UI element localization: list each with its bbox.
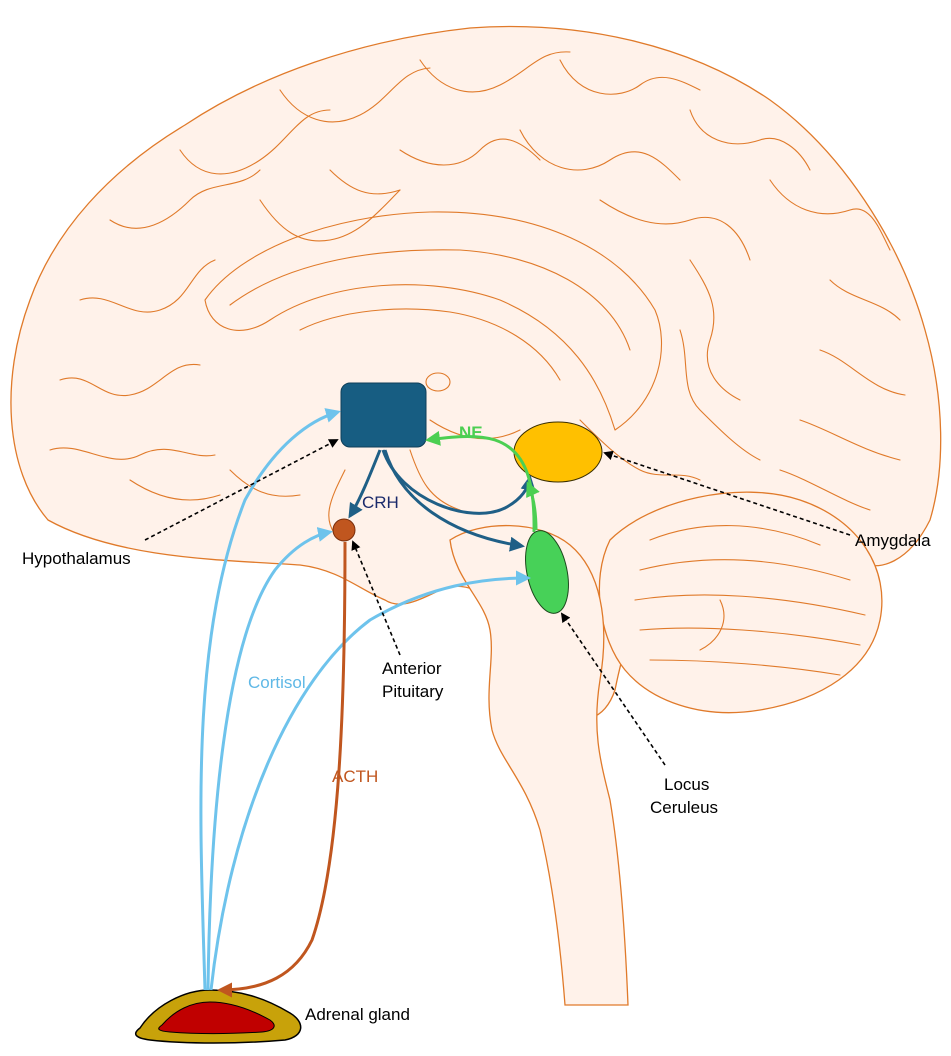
cortisol-arrow-to-hypothalamus (199, 408, 341, 991)
ne-label: NE (459, 423, 483, 442)
crh-arrow-to-locus-ceruleus (383, 449, 525, 552)
corpus-callosum (204, 211, 663, 431)
ne-arrow-to-amygdala (526, 481, 540, 531)
locus-ceruleus-pointer (560, 612, 666, 766)
locus-ceruleus-label-line2: Ceruleus (650, 798, 718, 817)
crh-arrow-to-pituitary (348, 449, 382, 519)
adrenal-gland-label: Adrenal gland (305, 1005, 410, 1024)
cortisol-arrow-to-pituitary (206, 527, 333, 991)
amygdala-pointer (603, 450, 851, 536)
acth-label: ACTH (332, 767, 378, 786)
cerebellum-outline (598, 491, 883, 714)
acth-arrow (217, 541, 347, 998)
crh-arrow-to-amygdala (381, 449, 536, 515)
anterior-pituitary-pointer (351, 540, 401, 656)
anterior-pituitary-label-line1: Anterior (382, 659, 442, 678)
cortisol-arrow-to-locus-ceruleus (209, 570, 531, 991)
anterior-pituitary-node (332, 518, 356, 542)
amygdala-label: Amygdala (855, 531, 931, 550)
crh-label: CRH (362, 493, 399, 512)
brainstem-outline (449, 524, 629, 1006)
hypothalamus-node (340, 382, 427, 448)
cortisol-label: Cortisol (248, 673, 306, 692)
brain-illustration (10, 25, 942, 1006)
locus-ceruleus-label-line1: Locus (664, 775, 709, 794)
hypothalamus-pointer (144, 439, 339, 541)
adrenal-gland-icon (134, 989, 302, 1044)
anterior-pituitary-label-line2: Pituitary (382, 682, 444, 701)
hypothalamus-label: Hypothalamus (22, 549, 131, 568)
